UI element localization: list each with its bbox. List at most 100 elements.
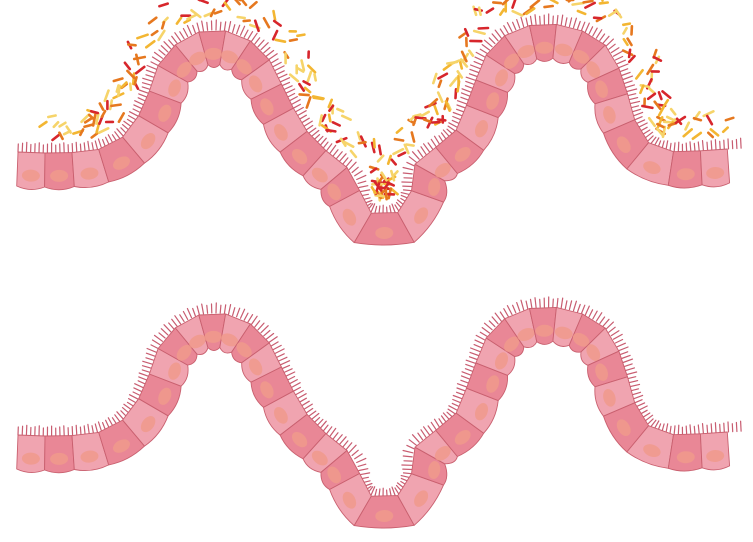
- microvillus: [95, 424, 97, 433]
- microvillus: [707, 425, 708, 433]
- microvillus: [330, 145, 336, 153]
- microvillus: [627, 89, 637, 92]
- microvillus: [333, 150, 338, 156]
- microvillus: [197, 23, 199, 32]
- microvillus: [694, 426, 695, 434]
- microvillus: [297, 394, 306, 399]
- microvillus: [220, 22, 221, 30]
- microvillus: [715, 140, 716, 150]
- bacterium: [395, 139, 403, 140]
- microvillus: [585, 23, 589, 32]
- microvillus: [465, 369, 473, 372]
- bacterium: [460, 34, 465, 38]
- microvillus: [284, 86, 292, 90]
- bacterium: [100, 104, 103, 110]
- bacterium: [308, 72, 311, 81]
- microvillus: [358, 464, 366, 466]
- microvillus: [139, 373, 148, 376]
- bacterium: [92, 133, 98, 137]
- microvillus: [470, 69, 479, 72]
- microvillus: [581, 22, 584, 30]
- microvillus: [84, 426, 85, 435]
- microvillus: [630, 101, 640, 103]
- microvillus: [273, 345, 281, 349]
- microvillus: [147, 66, 156, 70]
- microvillus: [574, 18, 577, 28]
- microvillus: [517, 303, 520, 312]
- microvillus: [139, 94, 147, 97]
- microvillus: [407, 445, 414, 448]
- microvillus: [728, 139, 729, 149]
- bacterium: [629, 50, 630, 57]
- microvillus: [161, 329, 168, 335]
- bacterium: [487, 9, 493, 13]
- bacterium: [388, 156, 391, 164]
- microvillus: [164, 325, 171, 332]
- microvillus: [202, 21, 204, 31]
- microvillus: [229, 305, 231, 315]
- bacterium: [302, 61, 304, 71]
- microvillus: [489, 38, 495, 44]
- microvillus: [261, 326, 268, 333]
- microvillus: [596, 30, 601, 38]
- bacterium: [99, 128, 108, 132]
- bacterium: [438, 93, 442, 102]
- microvillus: [404, 190, 412, 191]
- microvillus: [153, 340, 161, 345]
- bacterium: [159, 31, 165, 40]
- microvillus: [690, 425, 691, 435]
- microvillus: [421, 147, 426, 155]
- bacterium: [671, 109, 675, 114]
- microvillus: [470, 74, 478, 77]
- microvillus: [326, 427, 331, 434]
- microvillus: [139, 90, 148, 93]
- bacterium: [125, 63, 130, 69]
- microvillus: [458, 384, 467, 387]
- microvillus: [614, 334, 623, 339]
- microvillus: [289, 380, 297, 384]
- microvillus: [474, 62, 481, 65]
- bacterium: [374, 139, 375, 147]
- microvillus: [475, 57, 483, 61]
- microvillus: [557, 16, 558, 25]
- microvillus: [258, 323, 264, 330]
- microvillus: [269, 54, 277, 60]
- microvillus: [418, 433, 423, 440]
- bacterium: [578, 11, 585, 14]
- bacterium: [609, 11, 616, 16]
- microvillus: [333, 433, 338, 439]
- bacterium: [93, 115, 95, 126]
- microvillus: [175, 316, 181, 324]
- microvillus: [302, 118, 310, 123]
- microvillus: [88, 424, 89, 434]
- microvillus: [421, 430, 426, 438]
- bacterium: [290, 39, 297, 40]
- microvillus: [271, 342, 278, 346]
- bacterium: [693, 133, 701, 139]
- microvillus: [143, 366, 152, 369]
- microvillus: [635, 400, 642, 403]
- microvillus: [99, 139, 102, 149]
- microvillus: [352, 450, 358, 455]
- microvillus: [674, 143, 675, 152]
- bacterium: [225, 3, 230, 10]
- microvillus: [155, 52, 163, 58]
- microvillus: [343, 441, 348, 447]
- bacterium: [329, 115, 330, 121]
- microvillus: [636, 403, 644, 407]
- microvillus: [626, 368, 635, 371]
- microvillus: [241, 26, 245, 35]
- microvillus: [707, 142, 708, 150]
- microvillus: [360, 473, 370, 475]
- microvillus: [615, 57, 622, 61]
- microvillus: [581, 305, 584, 313]
- microvillus: [248, 315, 253, 323]
- microvillus: [326, 144, 331, 151]
- bacterium: [159, 4, 167, 7]
- microvillus: [589, 27, 593, 34]
- microvillus: [466, 81, 475, 84]
- microvillus: [619, 64, 628, 68]
- microvillus: [628, 377, 636, 379]
